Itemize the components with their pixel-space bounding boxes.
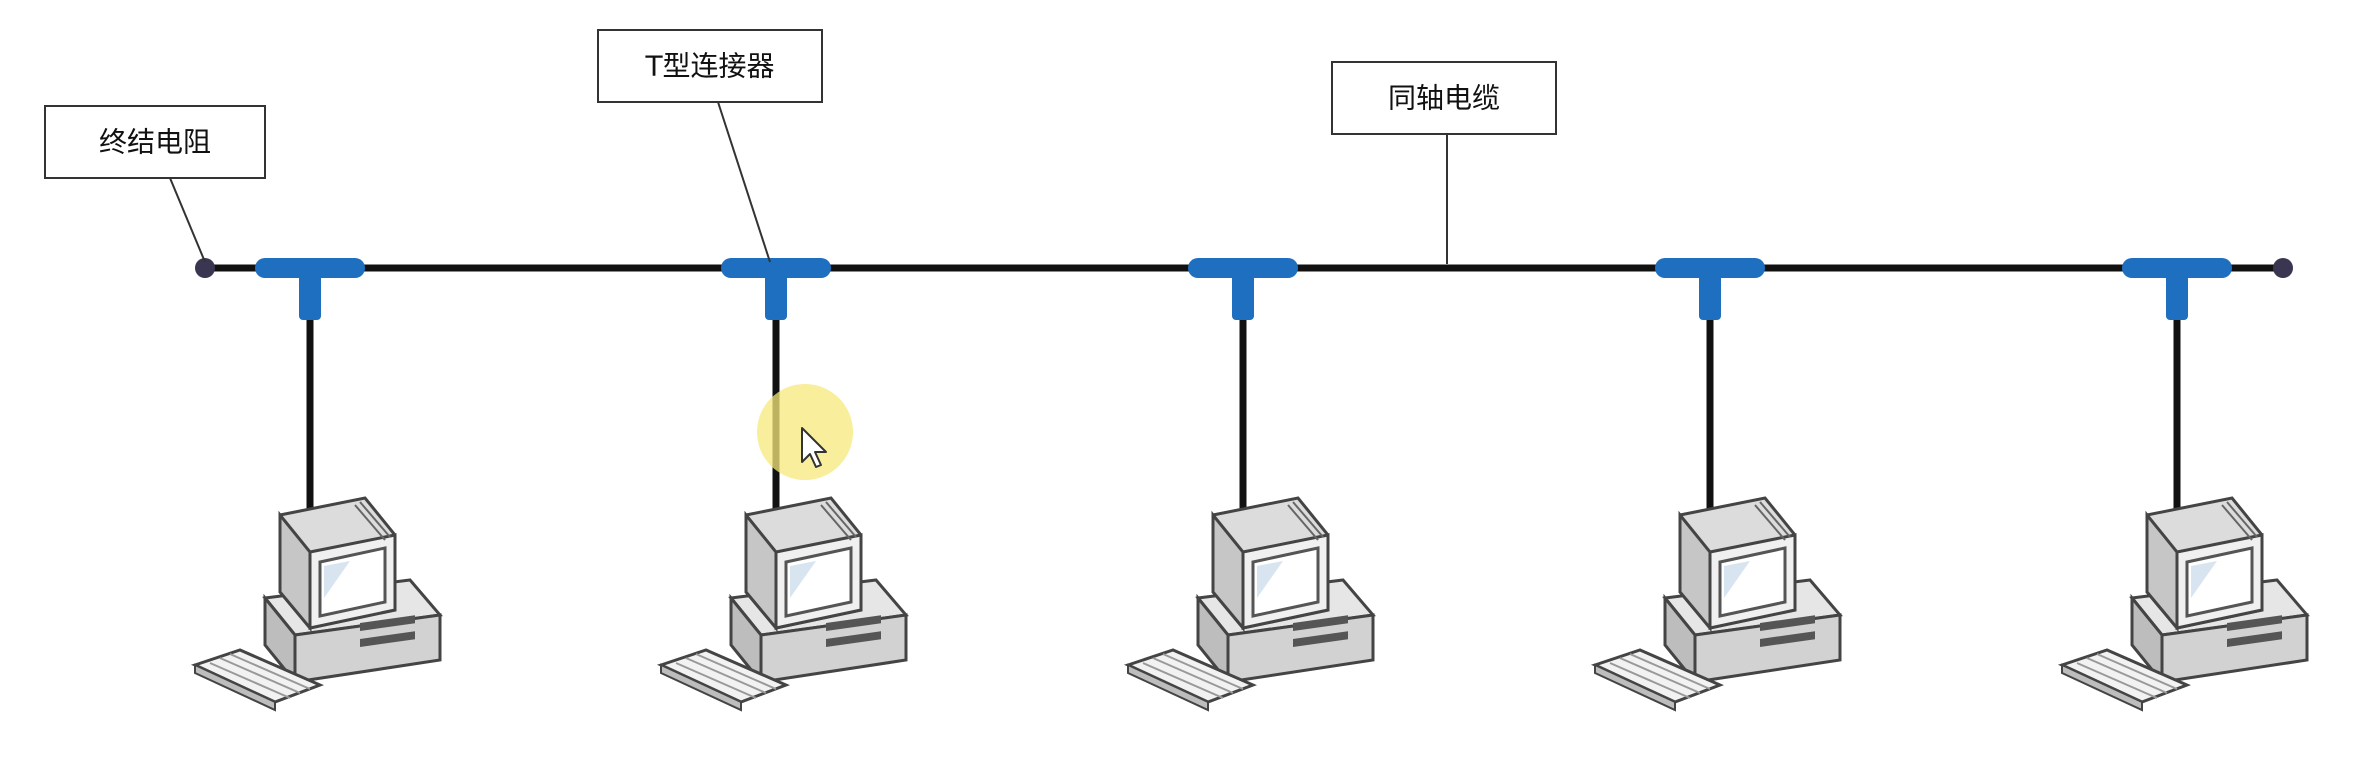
terminator-right <box>2273 258 2293 278</box>
t-connector-label: T型连接器 <box>644 50 774 83</box>
terminator-callout-box <box>44 105 266 179</box>
mouse-cursor-icon <box>801 427 827 468</box>
t-connector-2 <box>721 258 831 320</box>
t-connector-1 <box>255 258 365 320</box>
desktop-computer-icon <box>1593 496 1842 712</box>
terminator-left <box>195 258 215 278</box>
desktop-computer-icon <box>2060 496 2309 712</box>
t-connector-5 <box>2122 258 2232 320</box>
terminator-leader-line <box>169 177 206 263</box>
coax-cable-callout-box <box>1331 61 1557 135</box>
desktop-computer-icon <box>193 496 442 712</box>
t-connector-3 <box>1188 258 1298 320</box>
coax-cable-label: 同轴电缆 <box>1388 82 1500 115</box>
t-connector-callout-box <box>597 29 823 103</box>
desktop-computer-icon <box>1126 496 1375 712</box>
t-connector-leader-line <box>717 101 771 263</box>
terminator-label: 终结电阻 <box>99 126 211 159</box>
t-connector-4 <box>1655 258 1765 320</box>
desktop-computer-icon <box>659 496 908 712</box>
